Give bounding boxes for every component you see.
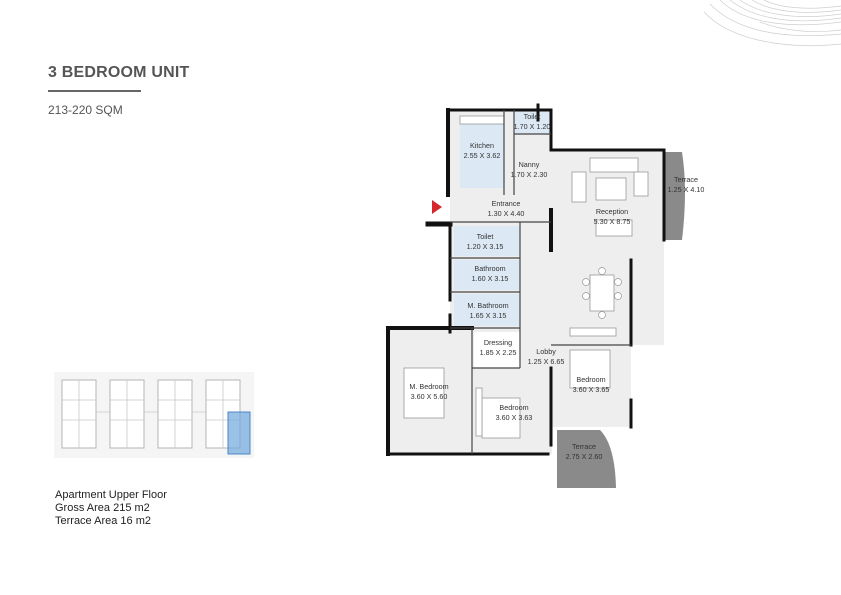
terrace-area: Terrace Area 16 m2 (55, 515, 151, 527)
armchair (595, 219, 633, 237)
page-title: 3 BEDROOM UNIT (48, 64, 190, 81)
sideboard (569, 327, 617, 337)
entrance-marker (432, 200, 442, 214)
dining-chair (614, 292, 622, 300)
room-size-toilet-top: 1.70 X 1.20 (514, 122, 551, 131)
room-size-nanny: 1.70 X 2.30 (511, 170, 548, 179)
dining-chair (582, 292, 590, 300)
room-name-bedroom-right: Bedroom (576, 375, 605, 384)
room-size-m-bathroom: 1.65 X 3.15 (470, 311, 507, 320)
bed-right (569, 349, 611, 389)
room-name-toilet-mid: Toilet (477, 232, 494, 241)
bed-master (403, 367, 445, 419)
sofa-right (633, 171, 649, 197)
room-name-m-bathroom: M. Bathroom (467, 301, 508, 310)
room-size-bathroom: 1.60 X 3.15 (472, 274, 509, 283)
title-underline (48, 90, 141, 92)
room-name-m-bedroom: M. Bedroom (409, 382, 448, 391)
partition (450, 110, 551, 368)
wet-toilet-mid (454, 226, 520, 256)
area-range: 213-220 SQM (48, 103, 123, 117)
room-name-reception: Reception (596, 207, 628, 216)
kitchen-counter (459, 115, 505, 125)
sofa-left (571, 171, 587, 203)
room-size-terrace-bottom: 2.75 X 2.60 (566, 452, 603, 461)
apartment-info: Apartment Upper Floor Gross Area 215 m2 … (55, 489, 167, 528)
room-name-lobby: Lobby (536, 347, 556, 356)
coffee-table (595, 177, 627, 201)
decorative-line-art (703, 0, 841, 46)
floor-entrance (450, 195, 555, 222)
gross-area: Gross Area 215 m2 (55, 502, 150, 514)
bed-center (481, 397, 521, 439)
terrace-bottom-shape (557, 430, 616, 488)
room-size-m-bedroom: 3.60 X 5.60 (411, 392, 448, 401)
dining-chair (582, 278, 590, 286)
room-size-terrace-right: 1.25 X 4.10 (668, 185, 705, 194)
room-name-terrace-bottom: Terrace (572, 442, 596, 451)
room-size-bedroom-right: 3.60 X 3.65 (573, 385, 610, 394)
dining-table (589, 274, 615, 312)
dining-chair (598, 311, 606, 319)
wet-m-bathroom (454, 294, 520, 326)
wet-kitchen (460, 116, 504, 188)
key-plan-unit-highlight (227, 411, 251, 455)
room-size-toilet-mid: 1.20 X 3.15 (467, 242, 504, 251)
wet-bathroom (454, 260, 520, 290)
partition (450, 257, 631, 454)
floor-plan: Toilet 1.70 X 1.20 Kitchen 2.55 X 3.62 N… (386, 103, 704, 488)
room-name-nanny: Nanny (519, 160, 540, 169)
wall-core-top (446, 108, 666, 152)
wardrobe-center (475, 387, 483, 437)
terrace-right-shape (664, 152, 685, 240)
room-name-terrace-right: Terrace (674, 175, 698, 184)
wall-right (629, 148, 666, 429)
room-name-toilet-top: Toilet (524, 112, 541, 121)
room-name-entrance: Entrance (492, 199, 521, 208)
room-size-lobby: 1.25 X 6.65 (528, 357, 565, 366)
room-name-bedroom-center: Bedroom (499, 403, 528, 412)
room-size-entrance: 1.30 X 4.40 (488, 209, 525, 218)
sofa-main (589, 157, 639, 173)
dining-chair (598, 267, 606, 275)
dining-chair (614, 278, 622, 286)
wet-toilet-top (514, 110, 551, 134)
room-name-bathroom: Bathroom (474, 264, 505, 273)
room-size-dressing: 1.85 X 2.25 (480, 348, 517, 357)
room-name-kitchen: Kitchen (470, 141, 494, 150)
floor-label: Apartment Upper Floor (55, 489, 167, 501)
key-plan (54, 372, 254, 458)
room-name-dressing: Dressing (484, 338, 512, 347)
room-size-bedroom-center: 3.60 X 3.63 (496, 413, 533, 422)
room-size-kitchen: 2.55 X 3.62 (464, 151, 501, 160)
room-size-reception: 5.30 X 8.75 (594, 217, 631, 226)
